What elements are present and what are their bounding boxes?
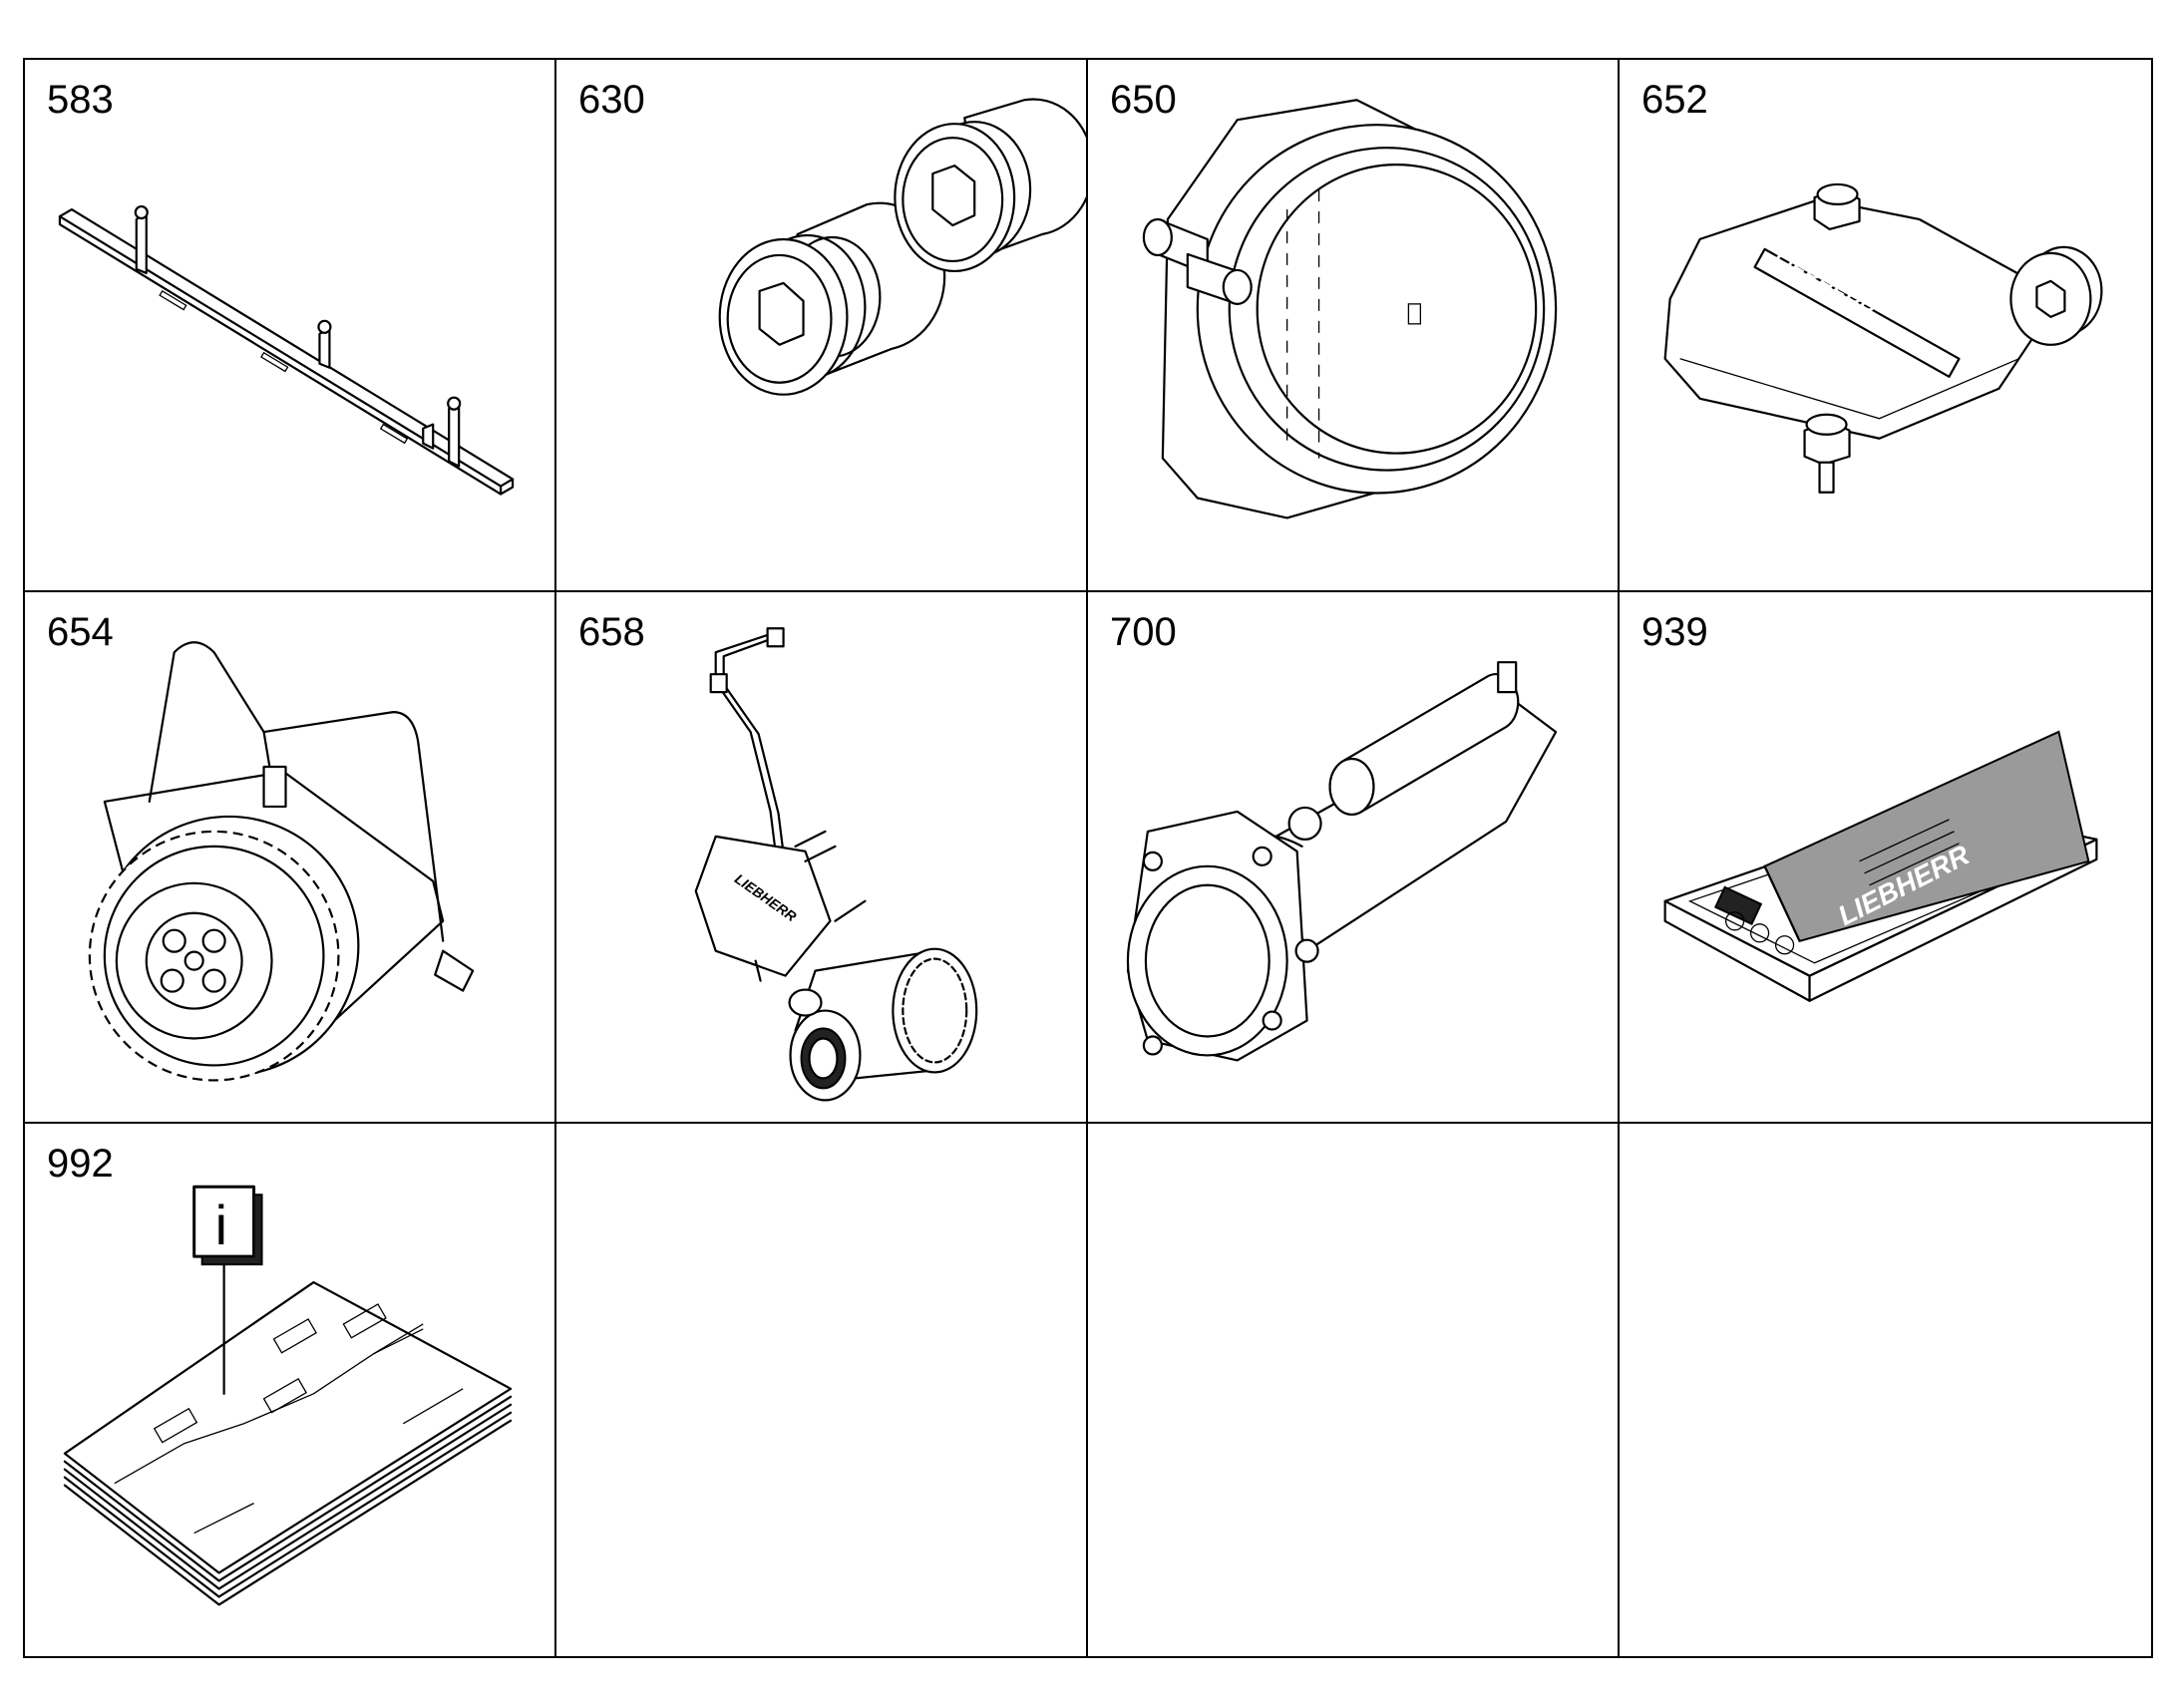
part-cell-650[interactable]: 650 (1088, 60, 1620, 592)
part-cell-654[interactable]: 654 (25, 591, 556, 1125)
part-cell-630[interactable]: 630 (556, 60, 1088, 592)
part-cell-652[interactable]: 652 LIEBHERR (1620, 60, 2151, 592)
high-pressure-pump-icon (88, 640, 475, 1082)
part-number: 630 (578, 78, 645, 122)
part-number: 583 (47, 78, 114, 122)
part-number: 992 (47, 1142, 114, 1187)
part-number: 654 (47, 609, 114, 654)
part-number: 658 (578, 609, 645, 654)
part-cell-992[interactable]: 992 i (25, 1124, 556, 1656)
parts-grid: 583 630 (23, 58, 2153, 1658)
flywheel-housing-icon (1142, 99, 1558, 519)
wiring-bracket-icon (58, 204, 515, 496)
part-cell-700[interactable]: 700 (1088, 591, 1620, 1125)
part-number: 652 (1641, 78, 1708, 122)
empty-cell (1620, 1124, 2151, 1656)
screw-plug-icon (718, 98, 1086, 396)
part-number: 939 (1641, 609, 1708, 654)
part-number: 700 (1110, 609, 1177, 654)
part-cell-658[interactable]: 658 LIEBHERR (556, 591, 1088, 1125)
info-letter: i (215, 1194, 227, 1256)
intake-pipe-icon (1126, 660, 1558, 1062)
tool-case-icon: LIEBHERR (1663, 730, 2098, 1002)
part-number: 650 (1110, 78, 1177, 122)
pump-drive-kit-icon: LIEBHERR (694, 626, 978, 1102)
documentation-icon: i (63, 1186, 513, 1606)
empty-cell (556, 1124, 1088, 1656)
part-cell-939[interactable]: 939 LIEBHERR (1620, 592, 2151, 1125)
part-cell-583[interactable]: 583 (25, 60, 556, 592)
cylinder-head-cover-icon: LIEBHERR (1663, 182, 2103, 494)
empty-cell (1088, 1124, 1620, 1656)
